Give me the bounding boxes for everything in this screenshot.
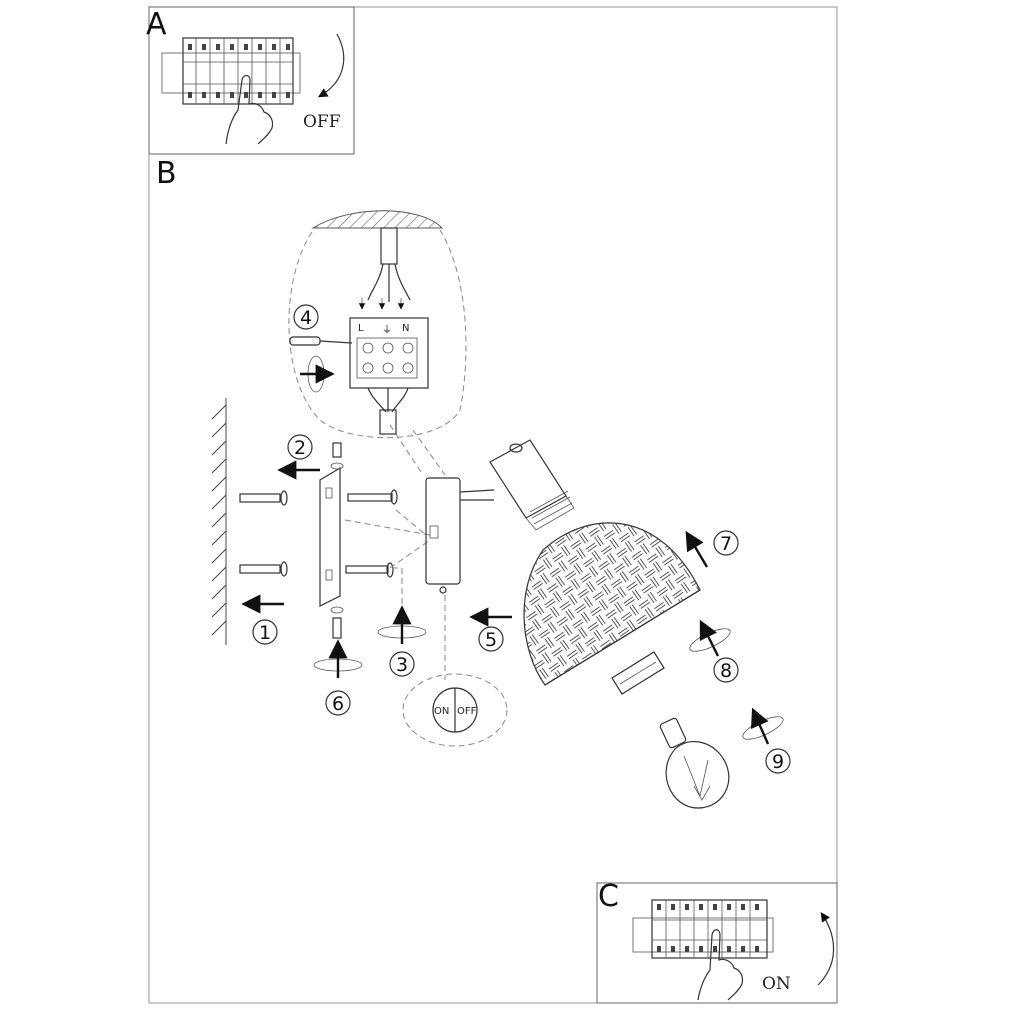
woven-shade xyxy=(523,522,701,686)
terminal-block: L ⏚ N xyxy=(349,317,429,435)
panel-a: A OFF xyxy=(146,6,355,155)
step-6: 6 xyxy=(313,639,363,716)
panel-c: C ON xyxy=(596,879,838,1004)
terminal-label-neutral: N xyxy=(402,323,409,334)
screwdriver-icon xyxy=(289,336,353,346)
hand-icon xyxy=(225,74,274,145)
panel-a-letter: A xyxy=(146,7,167,42)
step-2: 2 xyxy=(277,434,320,480)
step-6-number: 6 xyxy=(332,693,344,715)
step-1-number: 1 xyxy=(259,622,271,644)
light-bulb-icon xyxy=(659,717,730,809)
screw-upper xyxy=(347,489,398,505)
panel-b-letter: B xyxy=(156,156,177,191)
tighten-arrow-icon xyxy=(300,355,335,393)
step-9: 9 xyxy=(742,707,791,774)
breaker-box-icon xyxy=(161,37,301,105)
step-5: 5 xyxy=(469,607,512,652)
step-4-number: 4 xyxy=(300,307,312,329)
step-8-number: 8 xyxy=(720,660,732,682)
wall-plug-lower xyxy=(239,561,288,577)
mounting-bracket xyxy=(319,466,341,607)
lamp-socket xyxy=(489,439,575,531)
terminal-label-live: L xyxy=(358,323,364,334)
bracket-bolt-top xyxy=(330,442,344,470)
panel-c-letter: C xyxy=(598,879,619,914)
outer-frame xyxy=(148,6,838,1004)
panel-c-switch-label: ON xyxy=(762,974,791,994)
switch-on-label: ON xyxy=(434,706,449,717)
lamp-body xyxy=(425,477,495,594)
step-5-number: 5 xyxy=(485,629,497,651)
step-2-number: 2 xyxy=(294,437,306,459)
shade-ring xyxy=(611,651,665,695)
step-3-number: 3 xyxy=(396,654,408,676)
step-7-number: 7 xyxy=(720,533,732,555)
step-8: 8 xyxy=(689,619,739,683)
guide-lines xyxy=(344,509,446,680)
wiring-detail-bubble: L ⏚ N xyxy=(288,210,467,476)
step-3: 3 xyxy=(377,605,427,677)
switch-off-label: OFF xyxy=(457,706,477,717)
wall-plug-upper xyxy=(239,490,288,506)
bracket-bolt-bottom xyxy=(330,606,344,639)
step-9-number: 9 xyxy=(772,751,784,773)
earth-icon: ⏚ xyxy=(382,324,392,336)
hand-icon xyxy=(697,929,744,1001)
rotate-on-arrow-icon xyxy=(817,912,835,986)
step-4: 4 xyxy=(293,304,319,330)
step-1: 1 xyxy=(241,594,284,645)
screw-lower xyxy=(345,562,394,578)
panel-c-frame xyxy=(596,882,838,1004)
switch-detail-bubble: ON OFF xyxy=(402,673,508,747)
step-7: 7 xyxy=(685,530,739,568)
rotate-off-arrow-icon xyxy=(317,33,345,98)
wall xyxy=(211,398,227,645)
panel-a-switch-label: OFF xyxy=(303,112,341,132)
breaker-box-icon xyxy=(632,899,774,959)
